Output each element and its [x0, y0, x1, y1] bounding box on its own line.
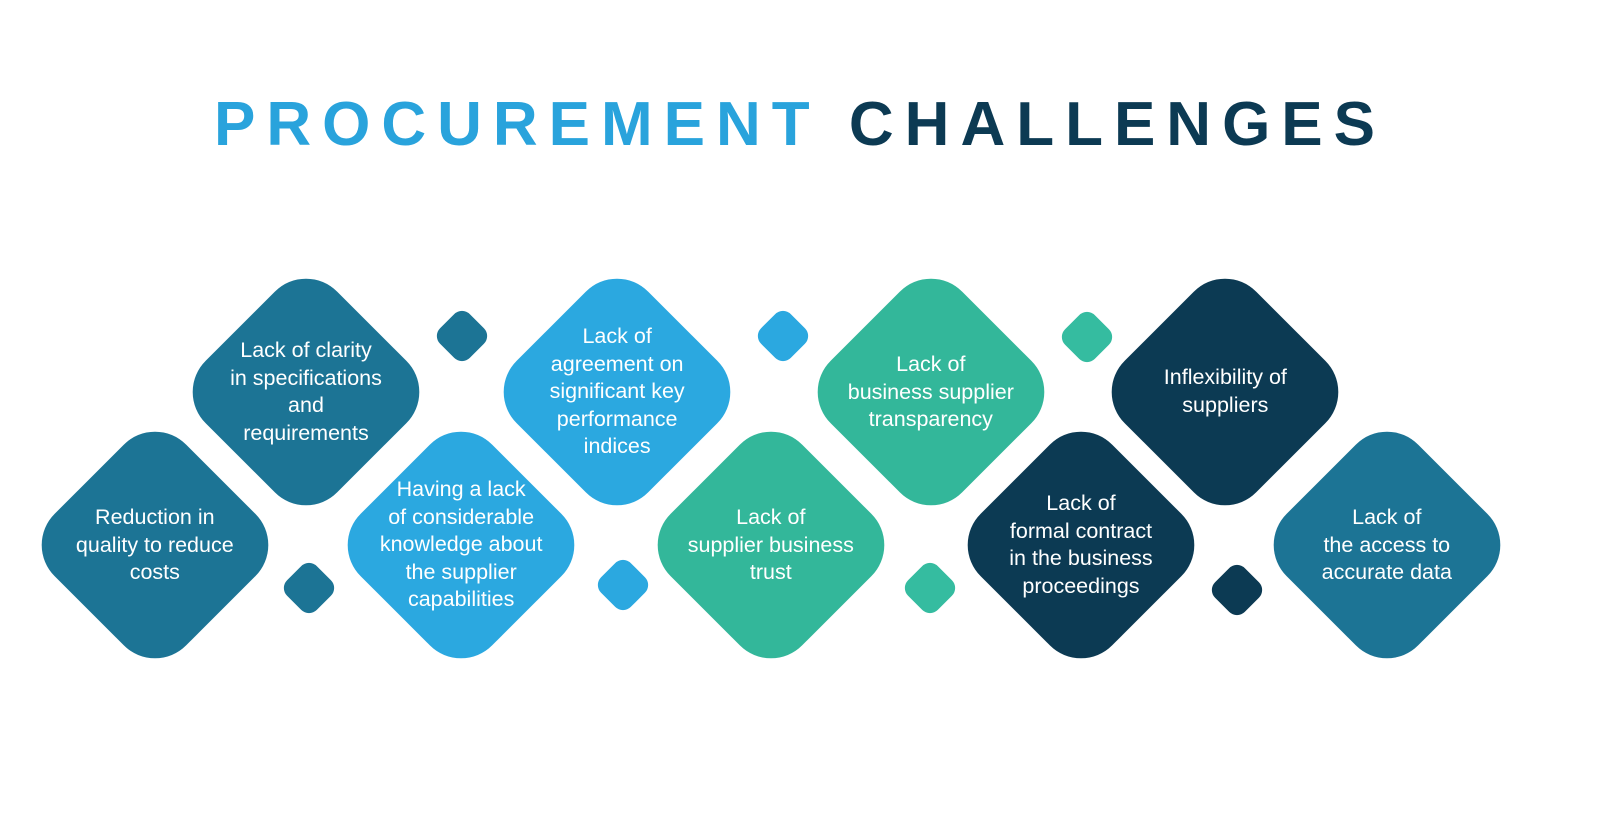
connector-diamond-7: [1207, 560, 1267, 620]
challenge-label-1: Reduction in quality to reduce costs: [76, 504, 234, 584]
challenge-label-9: Lack of the access to accurate data: [1321, 504, 1453, 584]
title-word-procurement: PROCUREMENT: [213, 90, 821, 159]
challenge-label-5: Lack of supplier business trust: [687, 504, 855, 584]
challenge-label-8: Inflexibility of suppliers: [1163, 365, 1287, 417]
challenge-label-7: Lack of formal contract in the business …: [1009, 490, 1153, 598]
challenge-label-6: Lack of business supplier transparency: [847, 351, 1015, 431]
connector-diamond-5: [900, 558, 960, 618]
connector-diamond-6: [1057, 307, 1117, 367]
connector-diamond-3: [593, 555, 653, 615]
connector-diamond-1: [279, 558, 339, 618]
challenge-label-4: Lack of agreement on significant key per…: [549, 324, 685, 459]
title-word-challenges: CHALLENGES: [848, 90, 1387, 159]
challenge-label-3: Having a lack of considerable knowledge …: [379, 477, 543, 612]
page-title: PROCUREMENT CHALLENGES: [0, 92, 1600, 157]
connector-diamond-2: [432, 306, 492, 366]
challenge-label-2: Lack of clarity in specifications and re…: [230, 337, 382, 445]
connector-diamond-4: [753, 306, 813, 366]
